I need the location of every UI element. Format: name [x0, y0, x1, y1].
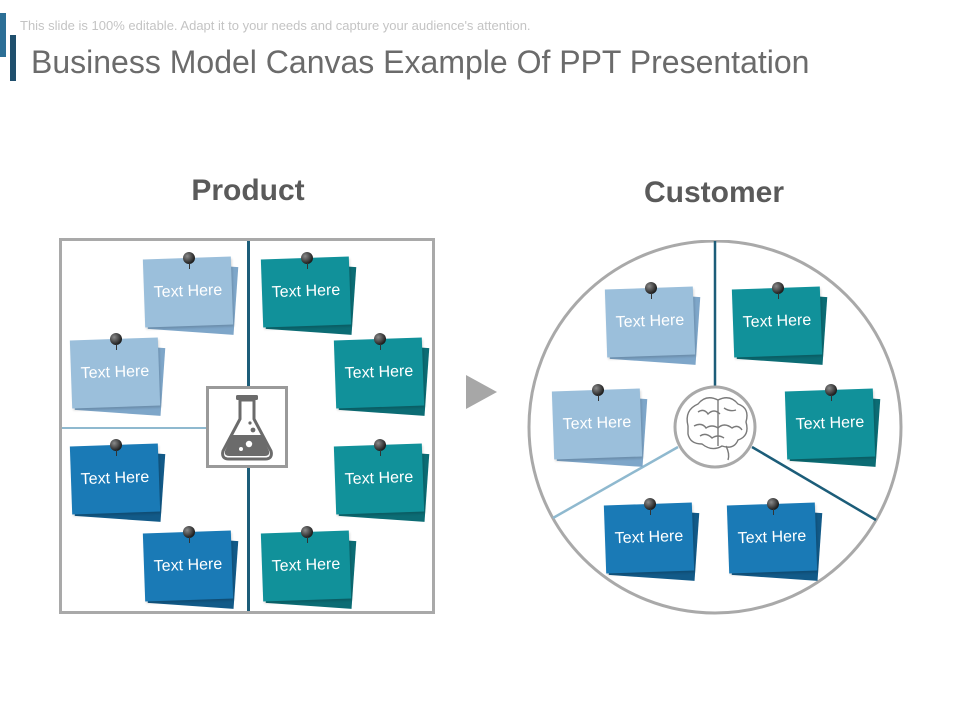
pushpin-icon: [110, 333, 122, 350]
customer-note-2[interactable]: Text Here: [731, 282, 828, 365]
note-label: Text Here: [731, 286, 823, 358]
note-label: Text Here: [333, 443, 425, 515]
pushpin-icon: [110, 439, 122, 456]
pushpin-icon: [374, 439, 386, 456]
product-divider-horizontal: [62, 427, 210, 429]
product-note-4[interactable]: Text Here: [333, 333, 430, 416]
triangle-right-icon: [466, 375, 497, 409]
note-label: Text Here: [142, 530, 234, 602]
pushpin-icon: [183, 526, 195, 543]
product-note-2[interactable]: Text Here: [260, 252, 357, 335]
product-note-6[interactable]: Text Here: [333, 439, 430, 522]
customer-note-6[interactable]: Text Here: [726, 498, 823, 581]
slide-title: Business Model Canvas Example Of PPT Pre…: [31, 44, 810, 80]
title-accent-bar-dark: [10, 35, 16, 81]
slide-subtitle: This slide is 100% editable. Adapt it to…: [20, 18, 531, 33]
pushpin-icon: [592, 384, 604, 401]
note-label: Text Here: [604, 286, 696, 358]
customer-divider-left: [552, 445, 679, 520]
note-label: Text Here: [333, 337, 425, 409]
customer-divider-right: [751, 445, 877, 522]
pushpin-icon: [374, 333, 386, 350]
pushpin-icon: [301, 526, 313, 543]
note-label: Text Here: [784, 388, 876, 460]
note-label: Text Here: [603, 502, 695, 574]
product-note-8[interactable]: Text Here: [260, 526, 357, 609]
note-label: Text Here: [142, 256, 234, 328]
pushpin-icon: [825, 384, 837, 401]
note-label: Text Here: [551, 388, 643, 460]
pushpin-icon: [772, 282, 784, 299]
product-heading: Product: [191, 174, 305, 207]
product-note-7[interactable]: Text Here: [142, 526, 239, 609]
product-note-5[interactable]: Text Here: [69, 439, 166, 522]
pushpin-icon: [183, 252, 195, 269]
pushpin-icon: [645, 282, 657, 299]
note-label: Text Here: [69, 443, 161, 515]
customer-note-3[interactable]: Text Here: [551, 384, 648, 467]
customer-heading: Customer: [643, 176, 785, 209]
flask-icon: [221, 395, 273, 461]
customer-note-1[interactable]: Text Here: [604, 282, 701, 365]
note-label: Text Here: [260, 530, 352, 602]
pushpin-icon: [644, 498, 656, 515]
note-label: Text Here: [726, 502, 818, 574]
product-note-3[interactable]: Text Here: [69, 333, 166, 416]
note-label: Text Here: [260, 256, 352, 328]
customer-note-4[interactable]: Text Here: [784, 384, 881, 467]
brain-icon: [686, 397, 748, 461]
customer-note-5[interactable]: Text Here: [603, 498, 700, 581]
product-note-1[interactable]: Text Here: [142, 252, 239, 335]
pushpin-icon: [301, 252, 313, 269]
title-accent-bar: [0, 13, 6, 57]
flask-icon-box: [206, 386, 288, 468]
pushpin-icon: [767, 498, 779, 515]
note-label: Text Here: [69, 337, 161, 409]
